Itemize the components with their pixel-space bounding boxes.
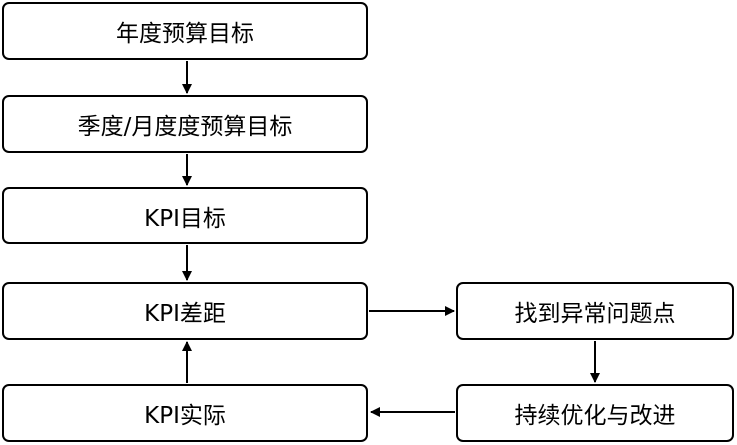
node-quarterly-monthly-budget-target: 季度/月度度预算目标 — [2, 95, 368, 153]
node-find-anomaly: 找到异常问题点 — [456, 282, 734, 340]
node-label: 季度/月度度预算目标 — [77, 114, 293, 140]
node-kpi-target: KPI目标 — [2, 187, 368, 244]
node-annual-budget-target: 年度预算目标 — [2, 2, 368, 60]
node-label: KPI差距 — [144, 301, 226, 327]
node-label: 持续优化与改进 — [514, 403, 676, 429]
node-label: KPI目标 — [144, 205, 226, 232]
node-kpi-gap: KPI差距 — [2, 282, 368, 340]
node-kpi-actual: KPI实际 — [2, 384, 368, 442]
node-label: 年度预算目标 — [116, 21, 254, 47]
node-label: 找到异常问题点 — [514, 301, 676, 327]
node-label: KPI实际 — [144, 403, 226, 429]
node-continuous-improvement: 持续优化与改进 — [456, 384, 734, 442]
